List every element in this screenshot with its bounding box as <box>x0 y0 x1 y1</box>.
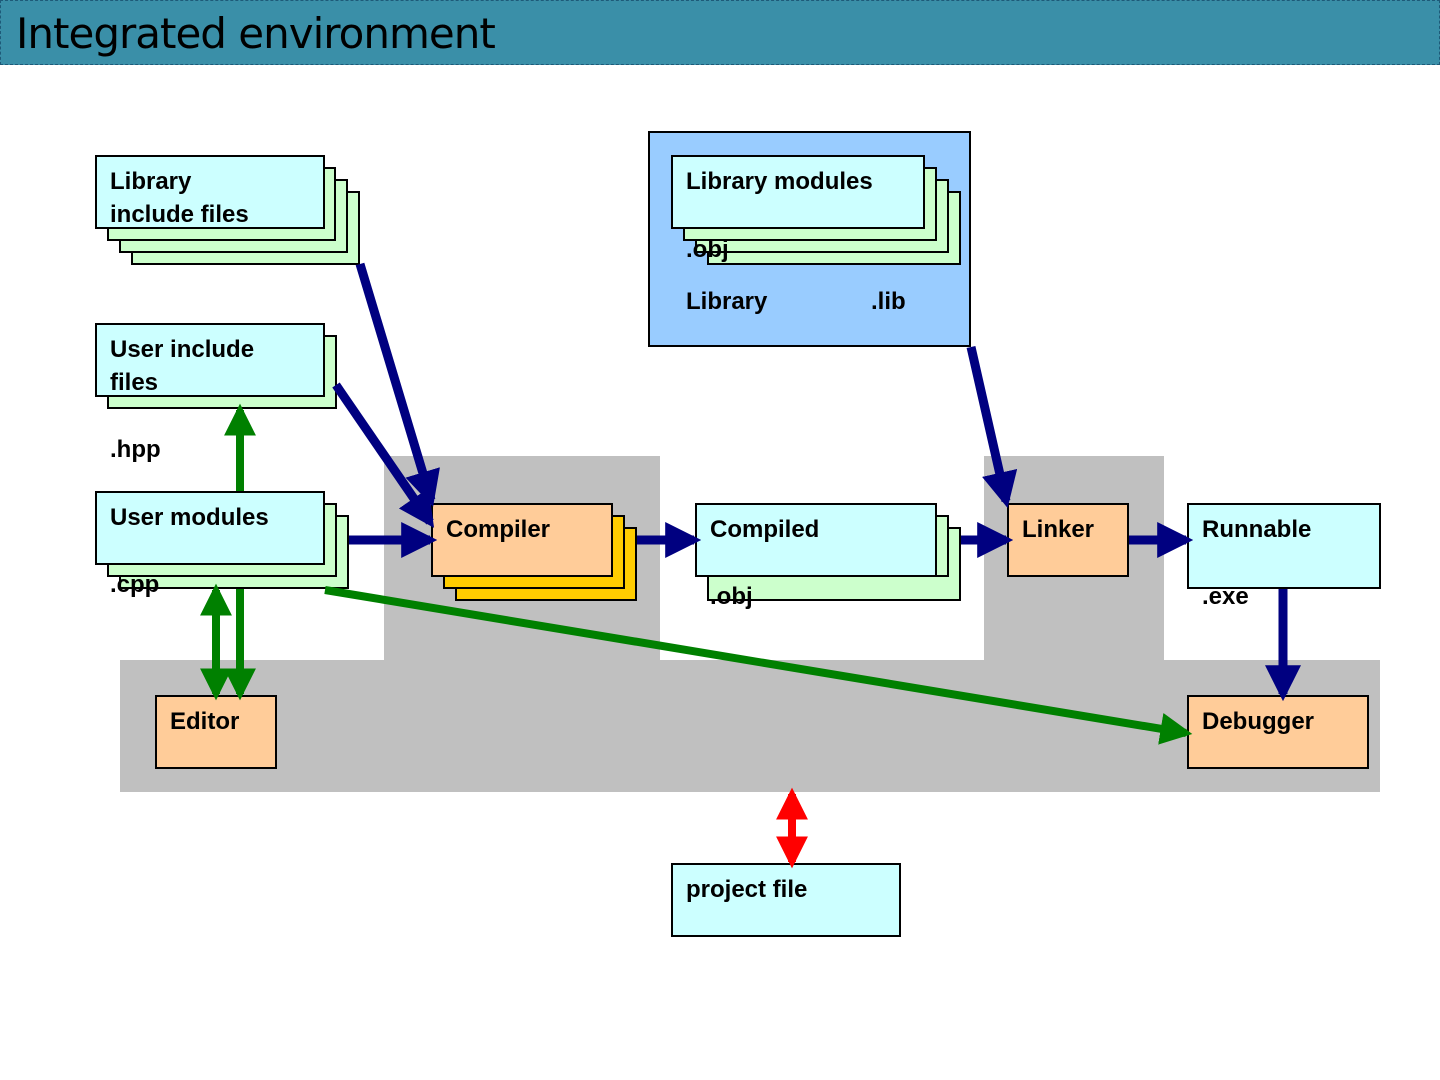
library-label: Library <box>686 288 768 315</box>
user-modules-box[interactable]: User modules <box>95 491 325 565</box>
compiled-ext: .obj <box>710 583 753 610</box>
user-include-files-box[interactable]: User include files <box>95 323 325 397</box>
compiler-box[interactable]: Compiler <box>431 503 613 577</box>
user-modules-ext: .cpp <box>110 571 160 598</box>
library-ext: .lib <box>871 288 906 315</box>
linker-box[interactable]: Linker <box>1007 503 1129 577</box>
library-modules-ext: .obj <box>686 236 729 263</box>
runnable-ext: .exe <box>1202 583 1249 610</box>
page-title: Integrated environment <box>16 9 496 58</box>
project-file-box[interactable]: project file <box>671 863 901 937</box>
debugger-box[interactable]: Debugger <box>1187 695 1369 769</box>
title-bar: Integrated environment <box>0 0 1440 65</box>
user-include-ext: .hpp <box>110 436 161 463</box>
editor-box[interactable]: Editor <box>155 695 277 769</box>
library-include-files-box[interactable]: Library include files <box>95 155 325 229</box>
compiled-box[interactable]: Compiled <box>695 503 937 577</box>
library-modules-box[interactable]: Library modules <box>671 155 925 229</box>
runnable-box[interactable]: Runnable <box>1187 503 1381 589</box>
